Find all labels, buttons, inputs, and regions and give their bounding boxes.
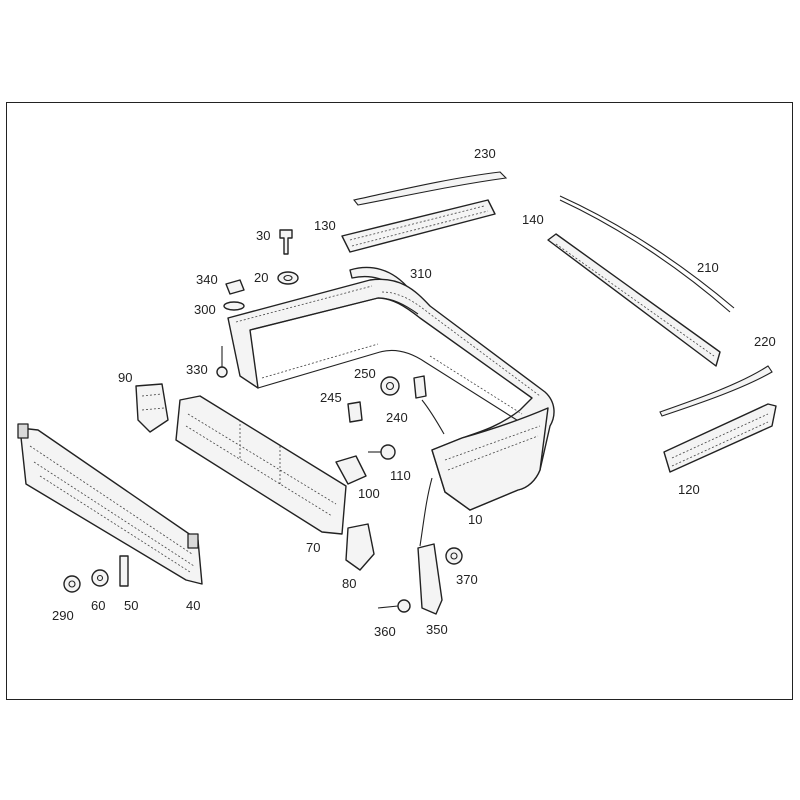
callout-350: 350	[426, 622, 448, 637]
assembly-arrow	[419, 477, 433, 547]
part-250-nut	[380, 376, 400, 396]
callout-30: 30	[256, 228, 270, 243]
part-120-corner-molding	[663, 403, 777, 473]
diagram-frame	[6, 102, 793, 700]
part-370-nut	[445, 547, 463, 565]
callout-250: 250	[354, 366, 376, 381]
part-60-washer	[91, 569, 109, 587]
callout-220: 220	[754, 334, 776, 349]
callout-340: 340	[196, 272, 218, 287]
callout-300: 300	[194, 302, 216, 317]
part-245-clip	[347, 401, 363, 423]
callout-140: 140	[522, 212, 544, 227]
part-30-clip	[279, 229, 293, 255]
callout-50: 50	[124, 598, 138, 613]
callout-40: 40	[186, 598, 200, 613]
callout-120: 120	[678, 482, 700, 497]
callout-90: 90	[118, 370, 132, 385]
part-330-screw	[216, 346, 228, 378]
callout-210: 210	[697, 260, 719, 275]
part-100-bracket	[335, 455, 367, 485]
callout-10: 10	[468, 512, 482, 527]
callout-130: 130	[314, 218, 336, 233]
part-50-clip	[119, 555, 129, 587]
callout-360: 360	[374, 624, 396, 639]
part-80-bracket	[345, 523, 375, 571]
part-210-trim-strip	[559, 199, 731, 313]
callout-60: 60	[91, 598, 105, 613]
callout-290: 290	[52, 608, 74, 623]
callout-330: 330	[186, 362, 208, 377]
callout-80: 80	[342, 576, 356, 591]
assembly-arrow	[421, 399, 445, 435]
part-110-bolt	[368, 444, 396, 460]
part-130-molding	[341, 199, 496, 253]
part-290-nut	[63, 575, 81, 593]
part-360-bolt	[377, 599, 411, 613]
part-70-energy-absorber	[175, 395, 347, 535]
callout-245: 245	[320, 390, 342, 405]
part-220-trim-strip	[659, 365, 773, 417]
part-350-guide	[417, 543, 443, 615]
part-20-grommet	[277, 271, 299, 285]
callout-20: 20	[254, 270, 268, 285]
part-300-washer	[223, 301, 245, 311]
callout-110: 110	[390, 468, 411, 483]
part-230-trim-strip	[353, 171, 508, 206]
callout-370: 370	[456, 572, 478, 587]
callout-240: 240	[386, 410, 408, 425]
part-140-side-molding	[547, 233, 721, 367]
callout-310: 310	[410, 266, 432, 281]
part-10-bumper-cover	[227, 278, 555, 511]
part-340-clip	[225, 279, 245, 295]
callout-230: 230	[474, 146, 496, 161]
callout-100: 100	[358, 486, 380, 501]
callout-70: 70	[306, 540, 320, 555]
part-40-reinforcement-bar	[17, 423, 203, 585]
part-240-clip	[413, 375, 427, 399]
